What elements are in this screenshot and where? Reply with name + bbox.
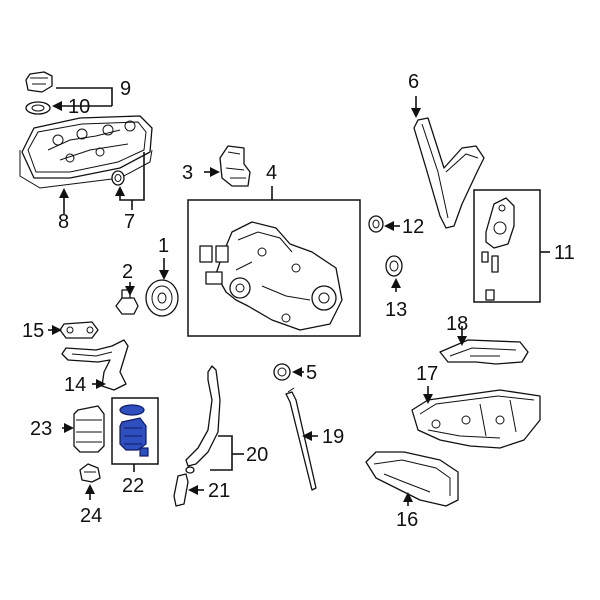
arrow-8 <box>59 188 69 198</box>
callout-9[interactable]: 9 <box>120 78 131 100</box>
valve-cover-gasket[interactable] <box>19 149 153 189</box>
callout-2[interactable]: 2 <box>122 261 133 283</box>
callout-19[interactable]: 19 <box>322 426 344 448</box>
arrow-5 <box>292 367 302 377</box>
filler-cap-gasket[interactable] <box>25 101 51 115</box>
dipstick-tube-bracket[interactable] <box>173 473 189 507</box>
arrow-24 <box>85 484 95 494</box>
callout-8[interactable]: 8 <box>58 211 69 233</box>
oil-filter-element[interactable] <box>119 404 149 457</box>
arrow-16 <box>403 492 413 502</box>
callout-18[interactable]: 18 <box>446 313 468 335</box>
callout-15[interactable]: 15 <box>22 320 44 342</box>
callout-21[interactable]: 21 <box>208 480 230 502</box>
arrow-13 <box>391 278 401 288</box>
callout-6[interactable]: 6 <box>408 71 419 93</box>
callout-17[interactable]: 17 <box>416 363 438 385</box>
valve-cover[interactable] <box>21 115 153 179</box>
leader-20 <box>210 435 233 471</box>
callout-14[interactable]: 14 <box>64 374 86 396</box>
callout-24[interactable]: 24 <box>80 505 102 527</box>
callout-12[interactable]: 12 <box>402 216 424 238</box>
arrow-3 <box>210 167 220 177</box>
callout-4[interactable]: 4 <box>266 162 277 184</box>
arrow-18 <box>457 336 467 346</box>
leader-9 <box>56 87 113 106</box>
callout-5[interactable]: 5 <box>306 362 317 384</box>
oil-filter-box <box>111 397 159 465</box>
oil-pickup-tube[interactable] <box>61 339 129 391</box>
callout-13[interactable]: 13 <box>385 299 407 321</box>
crankshaft-sprocket[interactable] <box>115 289 139 315</box>
arrow-15 <box>52 325 62 335</box>
arrow-10 <box>52 101 62 111</box>
arrow-6 <box>411 108 421 118</box>
arrow-19 <box>302 431 312 441</box>
arrow-2 <box>125 286 135 296</box>
oil-filter-housing[interactable] <box>73 405 105 453</box>
arrow-23 <box>64 423 74 433</box>
oil-pipe-gasket[interactable] <box>59 321 99 339</box>
oil-pump-box <box>473 189 541 303</box>
callout-23[interactable]: 23 <box>30 418 52 440</box>
callout-22[interactable]: 22 <box>122 475 144 497</box>
callout-11[interactable]: 11 <box>554 242 575 264</box>
oil-dipstick[interactable] <box>285 387 317 491</box>
arrow-21 <box>188 485 198 495</box>
front-seal[interactable] <box>368 215 384 233</box>
dipstick-seal[interactable] <box>273 363 291 381</box>
timing-cover-gaskets[interactable] <box>199 245 229 285</box>
timing-chain[interactable] <box>413 117 485 229</box>
drain-plug[interactable] <box>79 463 101 483</box>
callout-10[interactable]: 10 <box>68 96 90 118</box>
callout-1[interactable]: 1 <box>158 235 169 257</box>
grommet-seal[interactable] <box>111 170 125 186</box>
arrow-7 <box>115 186 125 196</box>
arrow-14 <box>96 379 106 389</box>
oil-baffle-plate[interactable] <box>439 339 529 365</box>
upper-oil-pan[interactable] <box>411 389 541 449</box>
callout-7[interactable]: 7 <box>124 211 135 233</box>
crankshaft-seal[interactable] <box>385 255 403 277</box>
dipstick-tube[interactable] <box>185 365 221 467</box>
timing-cover-box <box>187 199 361 337</box>
lower-oil-pan[interactable] <box>365 451 459 507</box>
oil-pump[interactable] <box>485 197 515 249</box>
crankshaft-pulley[interactable] <box>145 279 179 317</box>
callout-16[interactable]: 16 <box>396 509 418 531</box>
arrow-17 <box>423 394 433 404</box>
oil-pump-parts[interactable] <box>481 251 499 301</box>
callout-20[interactable]: 20 <box>246 444 268 466</box>
arrow-1 <box>159 270 169 280</box>
timing-cover[interactable] <box>215 221 343 331</box>
bracket[interactable] <box>219 145 251 187</box>
dipstick-tube-oring[interactable] <box>185 466 195 474</box>
oil-filler-cap[interactable] <box>25 71 53 93</box>
callout-3[interactable]: 3 <box>182 162 193 184</box>
arrow-12 <box>384 221 394 231</box>
